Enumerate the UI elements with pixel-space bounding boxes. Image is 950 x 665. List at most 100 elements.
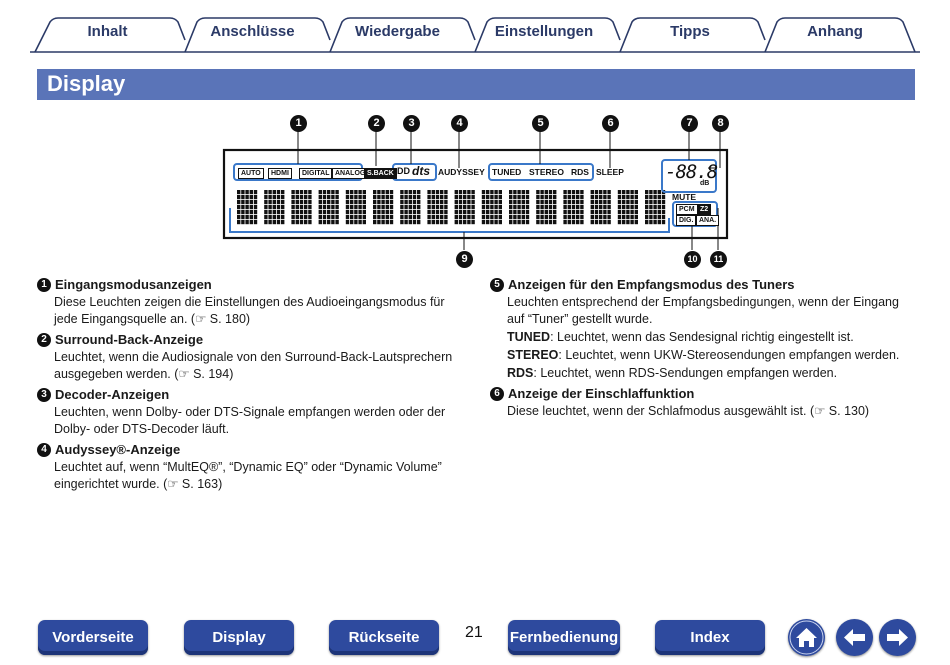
tab-wiedergabe[interactable]: Wiedergabe xyxy=(355,23,440,40)
arrow-left-icon xyxy=(844,629,865,646)
tab-tipps[interactable]: Tipps xyxy=(670,23,710,40)
matrix-dot xyxy=(299,195,304,200)
matrix-dot xyxy=(657,220,661,225)
matrix-dot xyxy=(454,205,458,210)
matrix-dot xyxy=(358,215,362,220)
volume-display: -88.8 xyxy=(665,161,718,183)
matrix-dot xyxy=(567,205,571,210)
matrix-dot xyxy=(481,210,486,215)
matrix-dot xyxy=(540,220,544,225)
matrix-dot xyxy=(490,200,494,205)
matrix-dot xyxy=(381,220,385,225)
matrix-dot xyxy=(318,215,322,220)
matrix-dot xyxy=(548,215,553,220)
home-button[interactable] xyxy=(788,619,825,656)
matrix-dot xyxy=(245,195,249,200)
matrix-dot xyxy=(358,210,362,215)
matrix-dot xyxy=(308,200,312,205)
matrix-dot xyxy=(389,210,394,215)
matrix-dot xyxy=(276,210,281,215)
matrix-dot xyxy=(571,205,576,210)
matrix-dot xyxy=(427,200,431,205)
matrix-dot xyxy=(268,220,272,225)
front-panel-button[interactable]: Vorderseite xyxy=(38,620,148,655)
matrix-dot xyxy=(649,210,653,215)
term-text: : Leuchtet, wenn UKW-Stereosendungen emp… xyxy=(558,348,900,362)
item-number: 5 xyxy=(490,277,504,292)
matrix-dot xyxy=(358,200,362,205)
matrix-dot xyxy=(331,220,335,225)
matrix-dot xyxy=(281,190,285,195)
tuned-indicator: TUNED xyxy=(492,167,522,177)
item-text: Leuchten entsprechend der Empfangsbeding… xyxy=(507,295,899,326)
matrix-dot xyxy=(622,220,626,225)
matrix-dot xyxy=(335,200,339,205)
matrix-dot xyxy=(400,215,404,220)
matrix-dot xyxy=(440,190,444,195)
matrix-dot xyxy=(331,205,335,210)
matrix-dot xyxy=(486,205,490,210)
matrix-dot xyxy=(517,190,521,195)
matrix-dot xyxy=(404,195,408,200)
matrix-dot xyxy=(350,205,354,210)
tab-anschluesse[interactable]: Anschlüsse xyxy=(210,23,295,40)
matrix-dot xyxy=(318,210,322,215)
matrix-dot xyxy=(463,200,467,205)
matrix-dot xyxy=(540,215,544,220)
matrix-dot xyxy=(494,220,498,225)
item-title: Eingangsmodusanzeigen xyxy=(55,277,212,292)
matrix-dot xyxy=(318,195,322,200)
term: RDS xyxy=(507,366,534,380)
term-text: : Leuchtet, wenn RDS-Sendungen empfangen… xyxy=(533,366,838,380)
matrix-dot xyxy=(622,205,626,210)
matrix-dot xyxy=(350,215,354,220)
matrix-dot xyxy=(245,215,249,220)
matrix-dot xyxy=(327,195,331,200)
matrix-dot xyxy=(454,195,458,200)
matrix-dot xyxy=(649,220,653,225)
matrix-dot xyxy=(463,220,467,225)
matrix-dot xyxy=(362,195,366,200)
matrix-dot xyxy=(308,220,312,225)
matrix-dot xyxy=(536,205,540,210)
matrix-dot xyxy=(308,205,312,210)
tab-anhang[interactable]: Anhang xyxy=(807,23,863,40)
matrix-dot xyxy=(281,200,285,205)
matrix-dot xyxy=(440,215,444,220)
matrix-dot xyxy=(327,210,331,215)
matrix-dot xyxy=(385,210,389,215)
matrix-dot xyxy=(498,205,502,210)
matrix-dot xyxy=(241,195,245,200)
matrix-dot xyxy=(661,205,666,210)
matrix-dot xyxy=(622,215,626,220)
matrix-dot xyxy=(373,190,377,195)
index-button[interactable]: Index xyxy=(655,620,765,655)
item-number: 3 xyxy=(37,387,51,402)
matrix-dot xyxy=(571,195,576,200)
matrix-dot xyxy=(253,205,258,210)
remote-control-button[interactable]: Fernbedienung xyxy=(508,620,620,655)
matrix-dot xyxy=(272,195,276,200)
matrix-dot xyxy=(653,205,657,210)
rear-panel-button[interactable]: Rückseite xyxy=(329,620,439,655)
matrix-dot xyxy=(241,215,245,220)
matrix-dot xyxy=(354,195,358,200)
back-arrow-button[interactable] xyxy=(836,619,873,656)
matrix-dot xyxy=(626,205,630,210)
matrix-dot xyxy=(389,195,394,200)
matrix-dot xyxy=(268,205,272,210)
digital-indicator: DIGITAL xyxy=(299,168,333,179)
display-button[interactable]: Display xyxy=(184,620,294,655)
matrix-dot xyxy=(458,200,463,205)
tab-einstellungen[interactable]: Einstellungen xyxy=(494,23,594,40)
matrix-dot xyxy=(603,210,607,215)
matrix-dot xyxy=(617,220,622,225)
matrix-dot xyxy=(517,195,521,200)
matrix-dot xyxy=(626,215,630,220)
matrix-dot xyxy=(498,210,502,215)
forward-arrow-button[interactable] xyxy=(879,619,916,656)
dolby-indicator: DD xyxy=(397,166,410,176)
dig-indicator: DIG. xyxy=(676,215,697,226)
tab-inhalt[interactable]: Inhalt xyxy=(87,23,128,40)
callout-9: 9 xyxy=(456,251,473,268)
